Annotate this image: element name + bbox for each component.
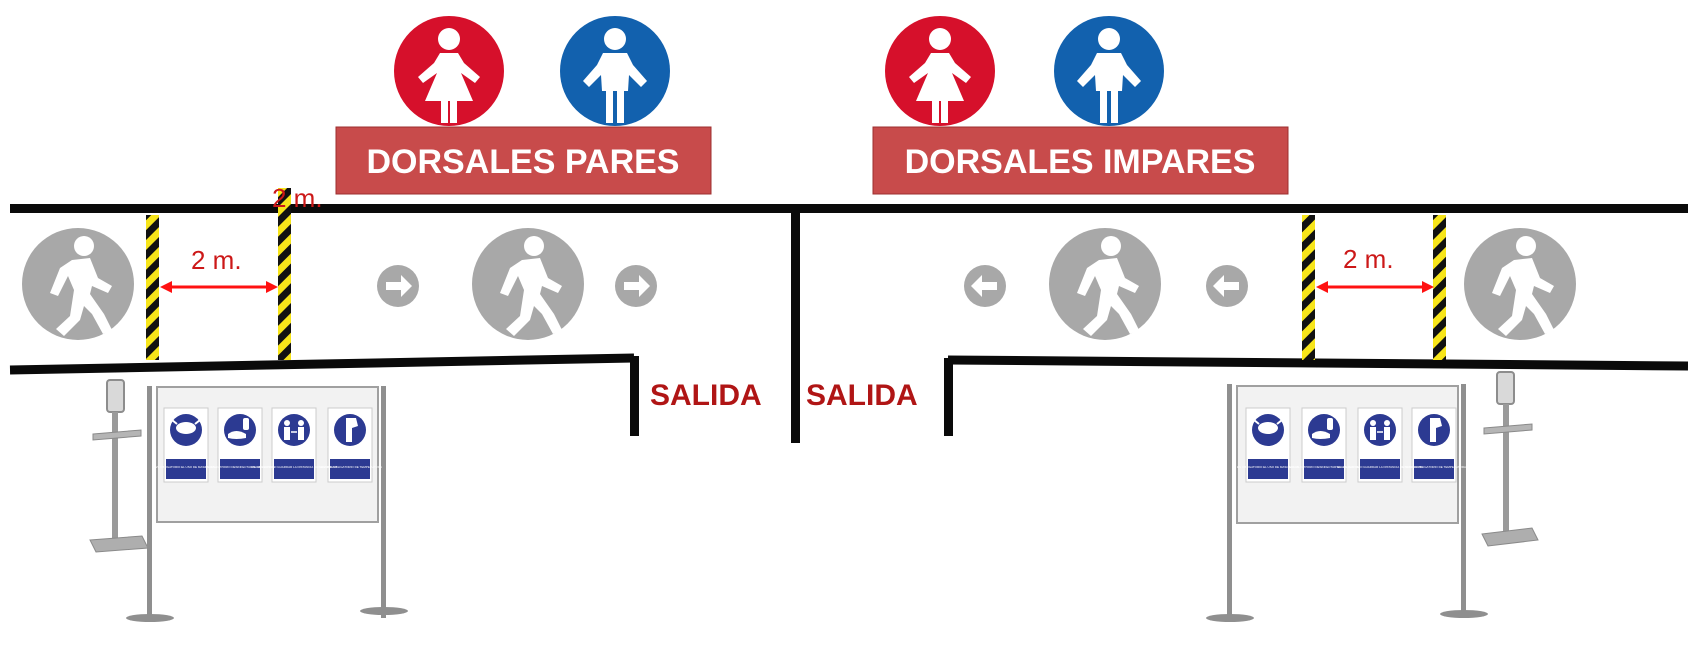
male-icon (1054, 16, 1164, 126)
right-exit-post (944, 358, 953, 436)
panel-caption: ES OBLIGATORIO GUARDAR LA DISTANCIA DE S… (251, 465, 337, 469)
panel-caption: ES OBLIGATORIO GUARDAR LA DISTANCIA DE S… (1337, 465, 1423, 469)
panel-caption: CONTROL OBLIGATORIO DE TEMPERATURA (318, 465, 382, 469)
hazard-post (146, 215, 159, 360)
impares-sign-label: DORSALES IMPARES (905, 143, 1256, 181)
distance-label-left: 2 m. (191, 245, 242, 275)
exit-label-right: SALIDA (806, 379, 918, 412)
pares-sign-label: DORSALES PARES (367, 143, 680, 181)
male-icon (560, 16, 670, 126)
left-exit-post (630, 356, 639, 436)
sanitizer-stand-left (89, 379, 149, 553)
arrow-left-icon (1206, 265, 1248, 307)
corridor-walls (9, 204, 1688, 443)
female-icon (885, 16, 995, 126)
hazard-post (278, 188, 291, 360)
panel-caption: ES OBLIGATORIO EL USO DE MASCARILLA (155, 465, 217, 469)
impares-sign-plate (872, 126, 1289, 195)
hazard-post (1302, 215, 1315, 360)
center-divider (791, 210, 800, 443)
arrow-right-icon (615, 265, 657, 307)
top-wall (10, 204, 1688, 213)
panel-caption: ES OBLIGATORIO DESINFECTARSE LAS MANOS (205, 465, 274, 469)
exit-label-left: SALIDA (650, 379, 762, 412)
pedestrian-icon (1049, 228, 1161, 340)
panel-caption: ES OBLIGATORIO EL USO DE MASCARILLA (1237, 465, 1299, 469)
arrow-left-icon (964, 265, 1006, 307)
pedestrian-icon (472, 228, 584, 340)
distance-label-right: 2 m. (1343, 244, 1394, 274)
right-bottom-wall (947, 355, 1688, 371)
info-panel-right: ES OBLIGATORIO EL USO DE MASCARILLA ES O… (1206, 384, 1488, 622)
sanitizer-stand-right (1481, 371, 1539, 547)
distance-label-top: 2 m. (272, 183, 323, 213)
info-panel-left: ES OBLIGATORIO EL USO DE MASCARILLA ES O… (126, 386, 408, 622)
arrow-right-icon (377, 265, 419, 307)
impares-sign-group: DORSALES IMPARES (872, 16, 1289, 195)
female-icon (394, 16, 504, 126)
pares-sign-plate (335, 126, 712, 195)
distance-marker-left: 2 m. (160, 245, 278, 293)
pares-sign-group: DORSALES PARES (335, 16, 712, 195)
panel-caption: ES OBLIGATORIO DESINFECTARSE LAS MANOS (1289, 465, 1358, 469)
pedestrian-icon (22, 228, 134, 340)
panel-caption: CONTROL OBLIGATORIO DE TEMPERATURA (1402, 465, 1466, 469)
hazard-post (1433, 215, 1446, 360)
left-bottom-wall (9, 353, 635, 375)
distance-marker-right: 2 m. (1316, 244, 1434, 293)
pedestrian-icon (1464, 228, 1576, 340)
